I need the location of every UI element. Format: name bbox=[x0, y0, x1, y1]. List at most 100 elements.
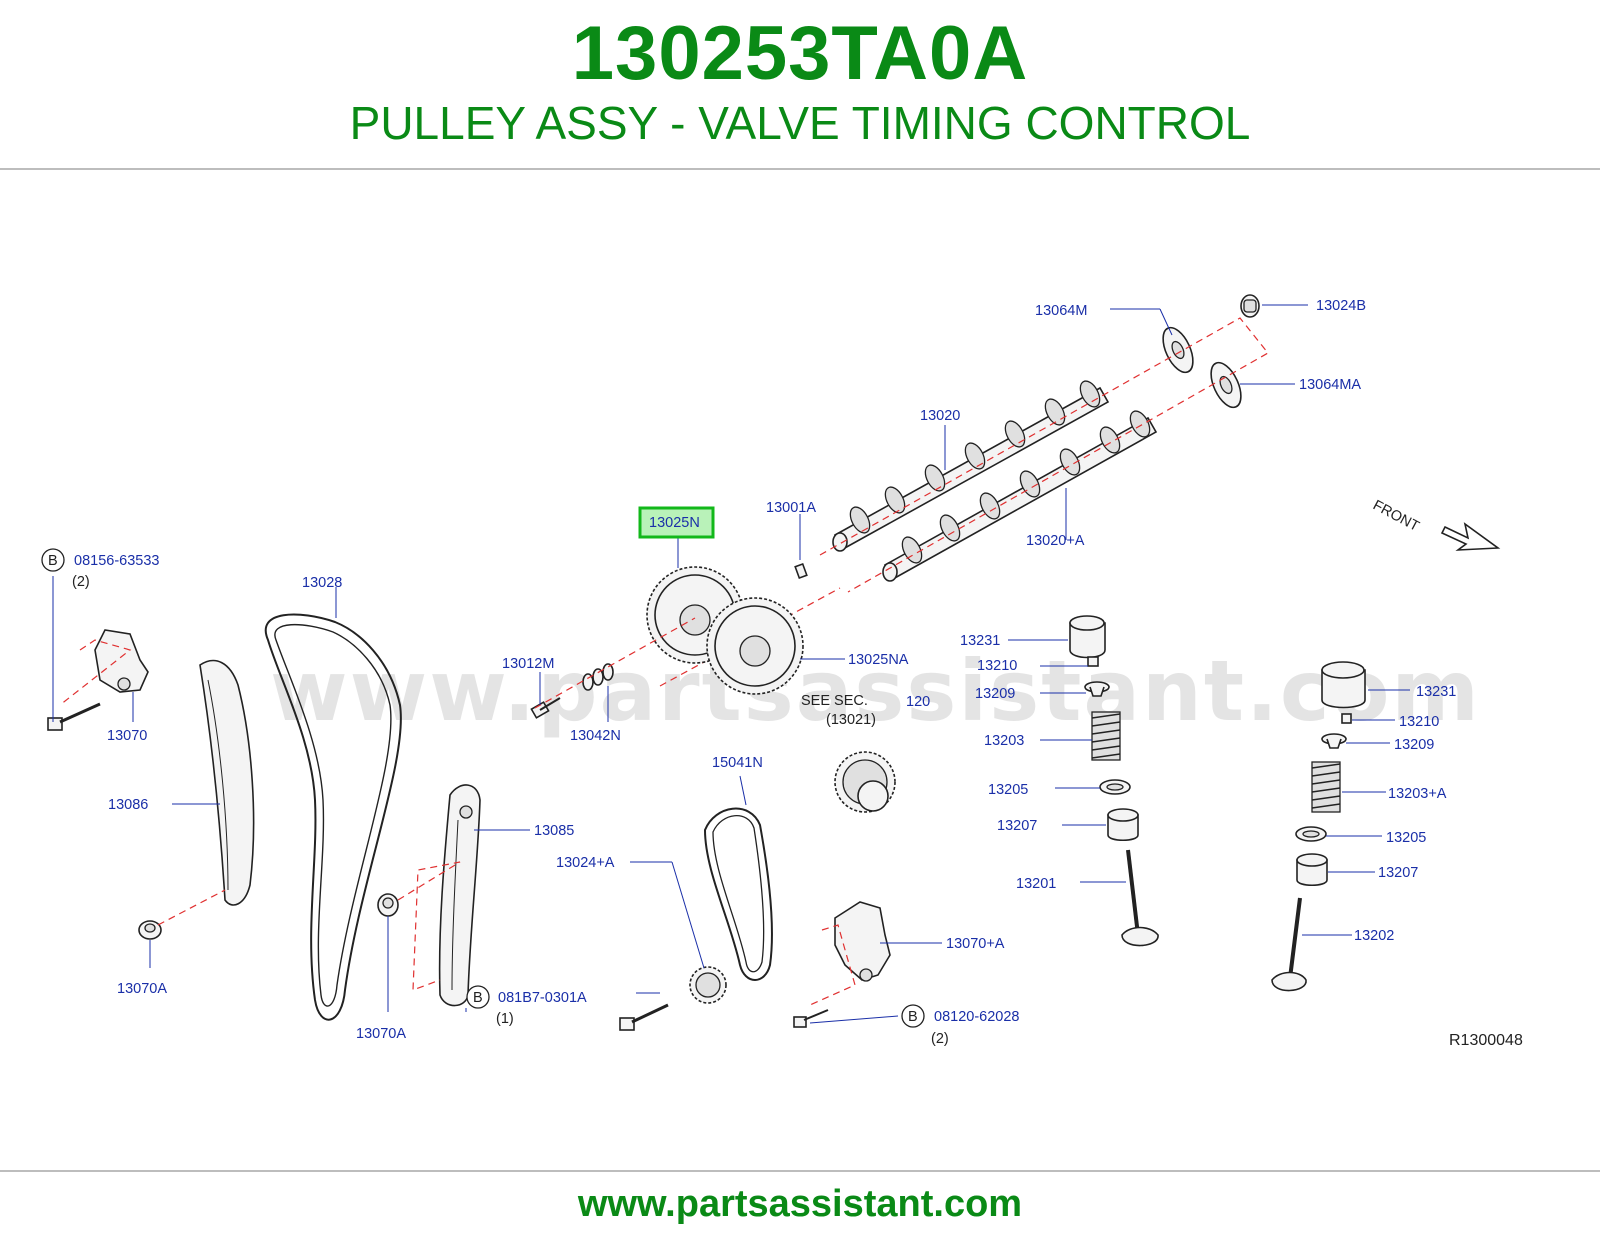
label-13070[interactable]: 13070 bbox=[107, 728, 147, 744]
valve-collet-13210-right[interactable] bbox=[1341, 713, 1352, 724]
front-label: FRONT bbox=[1370, 497, 1422, 535]
bolt-qty-2: (1) bbox=[496, 1011, 514, 1027]
timing-chain-13028[interactable] bbox=[264, 613, 402, 1021]
bolt-code-081B7-0301A[interactable]: 081B7-0301A bbox=[498, 990, 587, 1006]
label-13203[interactable]: 13203 bbox=[984, 733, 1024, 749]
label-13024B[interactable]: 13024B bbox=[1316, 298, 1366, 314]
label-13025NA[interactable]: 13025NA bbox=[848, 652, 909, 668]
b-marker-icon bbox=[41, 548, 65, 572]
b-marker-text: B bbox=[908, 1009, 918, 1025]
label-13085[interactable]: 13085 bbox=[534, 823, 574, 839]
header-divider bbox=[0, 168, 1600, 170]
see-sec-ref: (13021) bbox=[826, 712, 876, 728]
crank-sprocket-13024A[interactable] bbox=[689, 966, 727, 1004]
part-name-subtitle: PULLEY ASSY - VALVE TIMING CONTROL bbox=[349, 97, 1251, 149]
label-13024A[interactable]: 13024+A bbox=[556, 855, 615, 871]
vtc-pulley-13025NA[interactable] bbox=[706, 597, 804, 695]
chain-tensioner-13070[interactable] bbox=[94, 629, 149, 693]
label-13201[interactable]: 13201 bbox=[1016, 876, 1056, 892]
intake-valve-13201[interactable] bbox=[1121, 849, 1159, 947]
front-arrow-icon: FRONT bbox=[1370, 497, 1501, 551]
valve-oil-seal-13207-right[interactable] bbox=[1296, 853, 1328, 887]
label-15041N[interactable]: 15041N bbox=[712, 755, 763, 771]
label-13025N[interactable]: 13025N bbox=[649, 515, 700, 531]
reference-code: R1300048 bbox=[1449, 1032, 1523, 1049]
label-13070A-mid[interactable]: 13070A bbox=[356, 1026, 406, 1042]
bolt-qty-3: (2) bbox=[931, 1031, 949, 1047]
valve-lifter-13231-right[interactable] bbox=[1321, 661, 1366, 709]
label-13231-left[interactable]: 13231 bbox=[960, 633, 1000, 649]
leader-lines bbox=[52, 304, 1410, 1024]
label-13210-left[interactable]: 13210 bbox=[977, 658, 1017, 674]
label-13086[interactable]: 13086 bbox=[108, 797, 148, 813]
camshaft-13020A[interactable] bbox=[882, 408, 1158, 582]
valve-spring-13203[interactable] bbox=[1091, 711, 1121, 761]
valve-lifter-13231-left[interactable] bbox=[1069, 615, 1106, 659]
pivot-bolt-13070A-left[interactable] bbox=[138, 920, 162, 940]
b-marker-icon bbox=[466, 985, 490, 1009]
signal-plate-13064M[interactable] bbox=[1157, 323, 1199, 377]
see-sec-number-link[interactable]: 120 bbox=[906, 694, 930, 710]
bolt-13012M[interactable] bbox=[530, 697, 561, 719]
label-13042N[interactable]: 13042N bbox=[570, 728, 621, 744]
label-13064M[interactable]: 13064M bbox=[1035, 303, 1087, 319]
label-13209-left[interactable]: 13209 bbox=[975, 686, 1015, 702]
label-13210-right[interactable]: 13210 bbox=[1399, 714, 1439, 730]
footer-divider bbox=[0, 1170, 1600, 1172]
label-13205-right[interactable]: 13205 bbox=[1386, 830, 1426, 846]
label-13028[interactable]: 13028 bbox=[302, 575, 342, 591]
label-13070A-left[interactable]: 13070A bbox=[117, 981, 167, 997]
part-labels: 13064M 13024B 13064MA 13020 13020+A 1300… bbox=[107, 298, 1456, 1042]
chain-guide-13086[interactable] bbox=[199, 659, 255, 906]
b-marker-text: B bbox=[473, 990, 483, 1006]
valve-oil-seal-13207-left[interactable] bbox=[1107, 808, 1139, 842]
label-13203A[interactable]: 13203+A bbox=[1388, 786, 1447, 802]
b-marker-icon bbox=[901, 1004, 925, 1028]
see-sec-text: SEE SEC. bbox=[801, 693, 868, 709]
pin-13001A[interactable] bbox=[794, 562, 808, 580]
bolt-081B7-0301A[interactable] bbox=[619, 1003, 669, 1031]
sprocket-13021[interactable] bbox=[834, 751, 896, 813]
bolt-callout-3: B 08120-62028 (2) bbox=[901, 1004, 1019, 1047]
valve-retainer-13209-right[interactable] bbox=[1321, 733, 1347, 749]
label-13012M[interactable]: 13012M bbox=[502, 656, 554, 672]
label-13231-right[interactable]: 13231 bbox=[1416, 684, 1456, 700]
label-13001A[interactable]: 13001A bbox=[766, 500, 816, 516]
valve-retainer-13209-left[interactable] bbox=[1084, 681, 1110, 697]
page-header: 130253TA0A PULLEY ASSY - VALVE TIMING CO… bbox=[0, 0, 1600, 170]
bolt-code-08156-63533[interactable]: 08156-63533 bbox=[74, 553, 159, 569]
signal-plate-13064MA[interactable] bbox=[1205, 358, 1247, 412]
oil-pump-chain-15041N[interactable] bbox=[703, 807, 773, 981]
label-13020[interactable]: 13020 bbox=[920, 408, 960, 424]
label-13205-left[interactable]: 13205 bbox=[988, 782, 1028, 798]
pivot-bolt-13070A-mid[interactable] bbox=[377, 893, 399, 917]
label-13207-left[interactable]: 13207 bbox=[997, 818, 1037, 834]
bolt-08156-63533[interactable] bbox=[47, 702, 101, 731]
part-number-title: 130253TA0A bbox=[571, 11, 1029, 96]
washers-13042N[interactable] bbox=[582, 663, 614, 691]
b-marker-text: B bbox=[48, 553, 58, 569]
label-13209-right[interactable]: 13209 bbox=[1394, 737, 1434, 753]
bolt-callout-1: B 08156-63533 (2) bbox=[41, 548, 159, 590]
label-13020A[interactable]: 13020+A bbox=[1026, 533, 1085, 549]
bolt-qty-1: (2) bbox=[72, 574, 90, 590]
valve-spring-seat-13205-left[interactable] bbox=[1099, 779, 1131, 795]
chain-tensioner-13070pA[interactable] bbox=[834, 901, 891, 982]
valve-spring-13203A[interactable] bbox=[1311, 761, 1341, 813]
label-13207-right[interactable]: 13207 bbox=[1378, 865, 1418, 881]
bolt-callout-2: B 081B7-0301A (1) bbox=[466, 985, 587, 1027]
label-13064MA[interactable]: 13064MA bbox=[1299, 377, 1361, 393]
valve-spring-seat-13205-right[interactable] bbox=[1295, 826, 1327, 842]
bolt-08120-62028[interactable] bbox=[793, 1009, 829, 1028]
watermark-text: www.partsassistant.com bbox=[270, 642, 1481, 740]
plug-13024B[interactable] bbox=[1240, 294, 1260, 318]
bolt-code-08120-62028[interactable]: 08120-62028 bbox=[934, 1009, 1019, 1025]
highlight-box bbox=[638, 506, 715, 539]
exhaust-valve-13202[interactable] bbox=[1271, 897, 1307, 992]
tensioner-arm-13085[interactable] bbox=[438, 784, 481, 1007]
label-13202[interactable]: 13202 bbox=[1354, 928, 1394, 944]
footer-url-link[interactable]: www.partsassistant.com bbox=[577, 1183, 1023, 1225]
parts-diagram: www.partsassistant.com bbox=[41, 294, 1523, 1049]
valve-collet-13210-left[interactable] bbox=[1087, 656, 1099, 667]
label-13070pA[interactable]: 13070+A bbox=[946, 936, 1005, 952]
